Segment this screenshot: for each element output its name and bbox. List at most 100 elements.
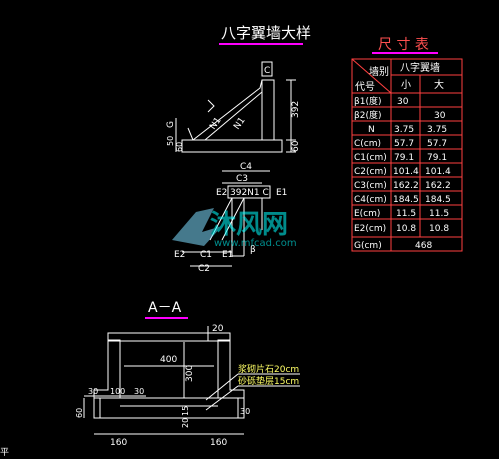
table-frame <box>351 58 463 252</box>
table-header-group: 八字翼墙 <box>400 61 440 74</box>
table-header-small: 小 <box>401 79 411 91</box>
dim-50-left: 50 <box>166 136 175 146</box>
row-code: E2(cm) <box>354 224 386 234</box>
row-code: C4(cm) <box>354 195 387 205</box>
dim-300: 300 <box>185 365 195 382</box>
section-right-wall <box>217 339 239 418</box>
g-symbol: G <box>166 121 176 128</box>
dim-392: 392 <box>291 101 301 118</box>
row-small: 101.4 <box>393 167 419 177</box>
row-small: 57.7 <box>394 139 414 149</box>
row-large: 184.5 <box>425 195 451 205</box>
table-header-large: 大 <box>434 78 444 91</box>
table-row: N 3.75 3.75 <box>368 125 447 135</box>
table-row: C3(cm) 162.2 162.2 <box>354 181 451 191</box>
table-row: C4(cm) 184.5 184.5 <box>354 195 451 205</box>
wing-wall-toe-left <box>187 127 194 141</box>
plan-view: C4 C3 392N1 C E2 E1 E2 C1 E1 C2 β <box>174 162 287 274</box>
row-large: 101.4 <box>425 167 451 177</box>
table-header-diagonal <box>351 58 392 94</box>
row-code: E(cm) <box>354 209 380 219</box>
row-large: 79.1 <box>427 153 447 163</box>
dim-30-left: 30 <box>88 387 98 396</box>
row-large: 3.75 <box>427 125 447 135</box>
plan-e1-right: E1 <box>276 188 287 198</box>
row-code: C1(cm) <box>354 153 387 163</box>
wing-wall-base <box>181 139 283 153</box>
table-row: β2(度) 30 <box>354 109 446 121</box>
n1-label-right: N1 <box>232 116 247 132</box>
dim-400: 400 <box>160 355 177 365</box>
row-code: β2(度) <box>354 109 382 121</box>
table-row: E(cm) 11.5 11.5 <box>354 209 449 219</box>
table-row: E2(cm) 10.8 10.8 <box>354 224 449 234</box>
edge-glyph: 平 <box>0 447 9 458</box>
section-top-slab <box>107 332 231 342</box>
table-row: C1(cm) 79.1 79.1 <box>354 153 447 163</box>
table-row-lines <box>352 92 462 238</box>
dim-c3: C3 <box>236 174 248 184</box>
row-small: 184.5 <box>393 195 419 205</box>
dim-60-section: 60 <box>75 408 84 418</box>
dim-100: 100 <box>110 387 125 396</box>
note-masonry: 浆砌片石20cm <box>238 363 299 375</box>
dim-20-bottom: 20 <box>181 418 190 428</box>
table-header-code: 代号 <box>355 81 375 93</box>
section-title: A－A <box>148 300 182 316</box>
watermark-name: 沐风网 <box>210 210 288 240</box>
row-small: 30 <box>397 97 409 107</box>
row-large: 162.2 <box>425 181 451 191</box>
leader-line-2 <box>205 385 239 411</box>
section-aa: A－A 400 300 20 30 100 30 60 15 20 30 <box>75 300 300 448</box>
row-code: G(cm) <box>354 241 382 251</box>
row-small: 10.8 <box>396 224 416 234</box>
note-gravel: 砂砾垫层15cm <box>238 375 299 387</box>
row-code: β1(度) <box>354 95 382 107</box>
elevation-view: 八字翼墙大样 C 392 60 N1 N1 G 50 60 <box>166 24 311 153</box>
table-header-wall: 墙别 <box>369 65 389 78</box>
row-code: N <box>368 125 375 135</box>
plan-e2-left: E2 <box>216 188 227 198</box>
table-row: β1(度) 30 <box>354 95 409 107</box>
row-code: C3(cm) <box>354 181 387 191</box>
c-top-label: C <box>264 66 270 76</box>
row-large: 10.8 <box>429 224 449 234</box>
dim-20-top: 20 <box>212 324 224 334</box>
dim-c4: C4 <box>240 162 252 172</box>
leader-line-1 <box>205 373 239 401</box>
dim-160-right: 160 <box>210 438 227 448</box>
row-small: 162.2 <box>393 181 419 191</box>
plan-e2-bottom: E2 <box>174 250 185 260</box>
row-large: 30 <box>434 111 446 121</box>
plan-body <box>227 185 271 199</box>
slope-indicator <box>207 99 215 113</box>
dim-60-left: 60 <box>175 142 184 152</box>
wing-wall-slope-inner <box>204 91 263 141</box>
table-row: C2(cm) 101.4 101.4 <box>354 167 451 177</box>
size-table: 尺 寸 表 墙别 代号 八字翼墙 小 大 <box>351 37 463 252</box>
row-code: C(cm) <box>354 139 381 149</box>
row-merged-value: 468 <box>415 241 432 251</box>
plan-angled-wall-b <box>221 197 245 241</box>
row-small: 3.75 <box>394 125 414 135</box>
table-row: C(cm) 57.7 57.7 <box>354 139 447 149</box>
plan-mid-text: 392N1 C <box>230 188 269 198</box>
dim-15: 15 <box>181 406 190 416</box>
watermark: 沐风网 www.mfcad.com <box>172 208 297 249</box>
plan-e1-bottom: E1 <box>222 250 233 260</box>
plan-c1-bottom: C1 <box>200 250 212 260</box>
section-bottom-slab <box>93 397 245 419</box>
plan-beta: β <box>250 245 256 255</box>
watermark-logo-icon <box>172 208 222 246</box>
row-large: 11.5 <box>429 209 449 219</box>
row-small: 79.1 <box>394 153 414 163</box>
section-left-wall-outer <box>93 340 109 418</box>
c-marker-box <box>261 61 273 77</box>
dim-160-left: 160 <box>110 438 127 448</box>
plan-c2-bottom: C2 <box>198 264 210 274</box>
dim-60-right: 60 <box>291 140 301 152</box>
size-table-title: 尺 寸 表 <box>378 37 429 53</box>
row-small: 11.5 <box>396 209 416 219</box>
elevation-title: 八字翼墙大样 <box>221 24 311 42</box>
